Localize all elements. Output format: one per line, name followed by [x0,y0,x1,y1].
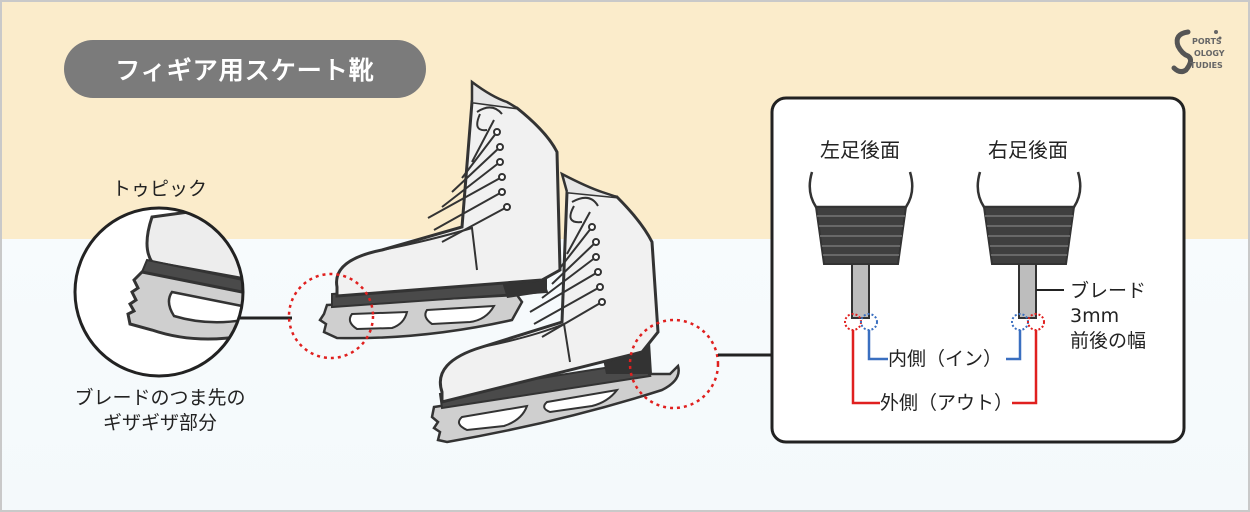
blade-label-line-2: 3mm [1070,305,1120,327]
toepick-zoom-circle [73,206,245,378]
toepick-label: トゥピック [112,178,208,200]
toepick-caption-line-1: ブレードのつま先の [74,387,246,409]
blade-label-line-3: 前後の幅 [1070,330,1147,352]
right-rear-label: 右足後面 [988,138,1068,162]
front-skate [430,171,680,444]
inner-edge-connector [867,330,1022,361]
svg-text:PORTS: PORTS [1192,37,1222,46]
heel-highlight-circle [628,318,720,410]
outer-edge-label: 外側（アウト） [880,392,1014,414]
left-rear-label: 左足後面 [820,138,900,162]
right-rear-view [976,171,1082,331]
toepick-highlight-circle [287,272,375,360]
sports-ecology-logo: PORTS OLOGY TUDIES [1171,29,1225,75]
rear-view-panel [770,96,1186,444]
back-skate [318,79,562,340]
diagram-title: フィギア用スケート靴 [64,40,426,98]
toepick-caption-line-2: ギザギザ部分 [102,412,217,434]
outer-edge-connector [851,330,1038,405]
inner-edge-label: 内側（イン） [888,348,1003,370]
toepick-caption: ブレードのつま先の ギザギザ部分 [54,386,266,436]
svg-text:OLOGY: OLOGY [1194,49,1225,58]
blade-label-line-1: ブレード [1070,280,1147,302]
left-rear-view [808,171,914,331]
svg-text:TUDIES: TUDIES [1190,61,1223,70]
blade-label: ブレード 3mm 前後の幅 [1070,279,1146,354]
